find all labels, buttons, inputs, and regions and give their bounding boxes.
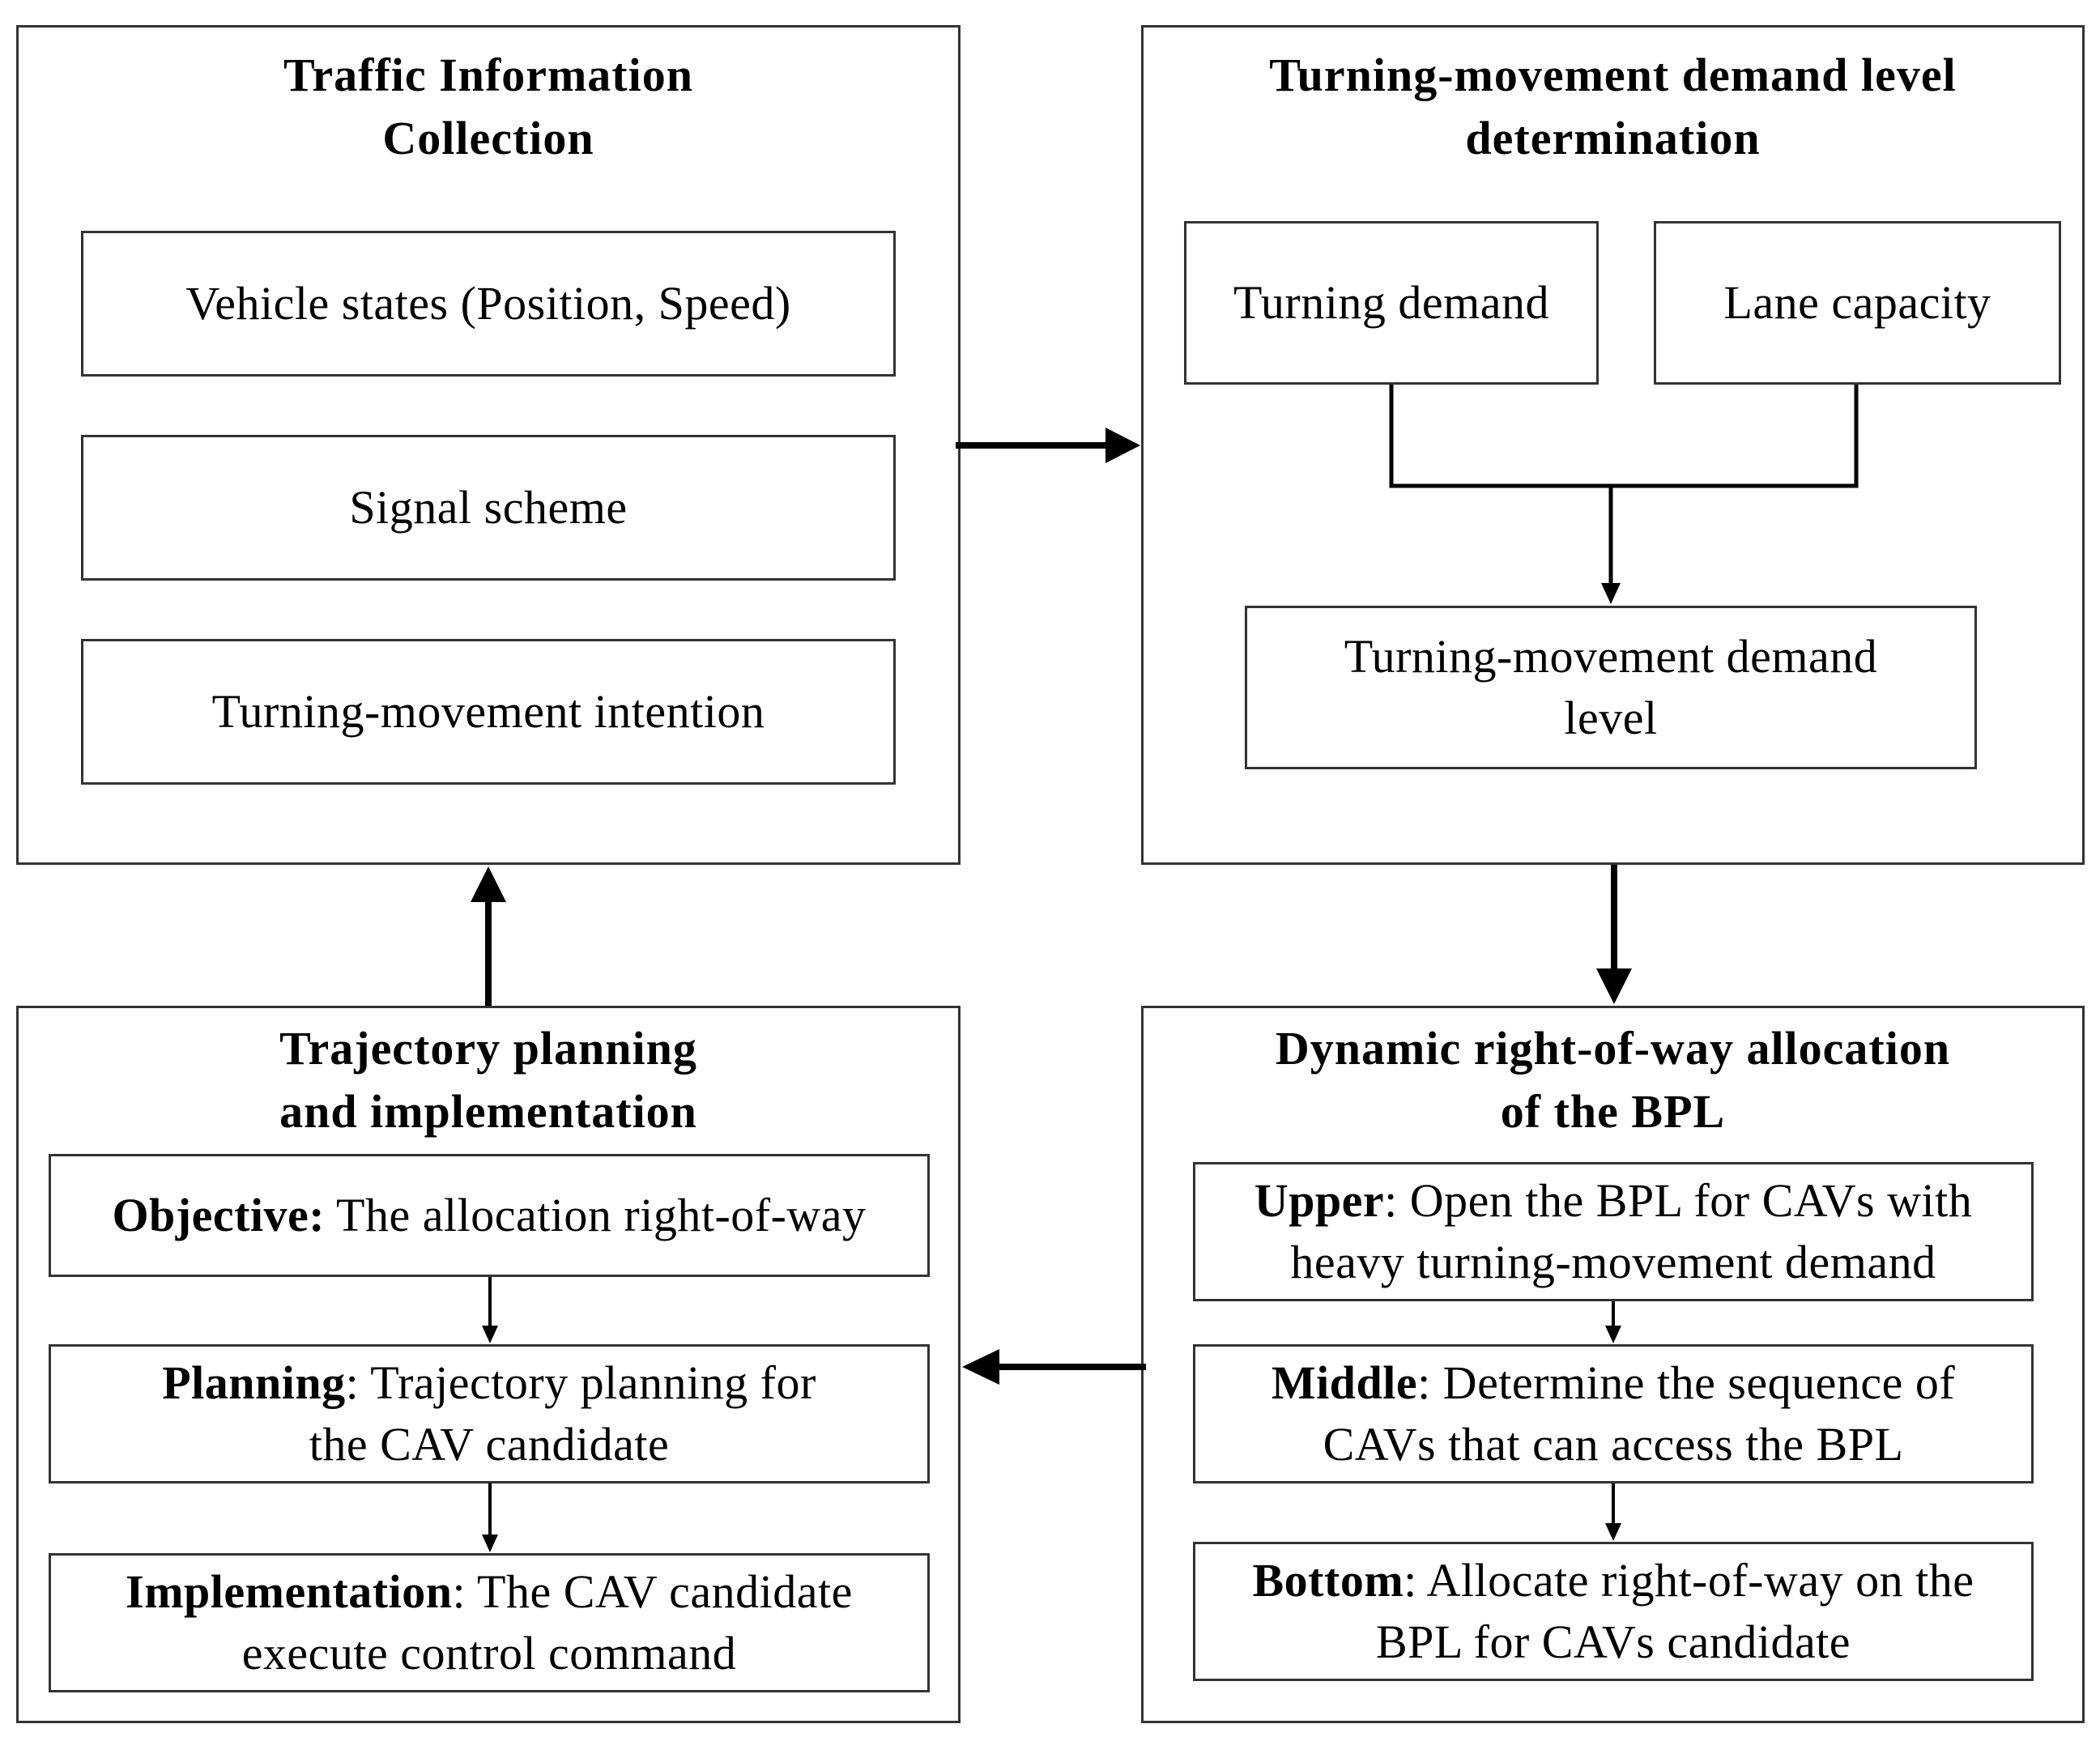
- arrow-demand-to-allocation: [1596, 865, 1632, 1004]
- objective-box: Objective: The allocation right-of-way: [49, 1154, 930, 1277]
- demand-level-line-1: Turning-movement demand: [1344, 630, 1878, 683]
- signal-scheme-box: Signal scheme: [81, 435, 896, 581]
- objective-label: Objective:: [112, 1189, 326, 1241]
- turning-demand-label: Turning demand: [1233, 276, 1549, 329]
- objective-text: Objective: The allocation right-of-way: [112, 1185, 866, 1246]
- signal-scheme-label: Signal scheme: [349, 481, 628, 534]
- arrow-planning-to-implementation: [482, 1483, 498, 1552]
- demand-level-line-2: level: [1564, 692, 1658, 744]
- arrow-allocation-to-trajectory: [962, 1349, 1146, 1385]
- title-line-2: and implementation: [279, 1085, 697, 1138]
- title-line-1: Dynamic right-of-way allocation: [1275, 1022, 1951, 1075]
- planning-label: Planning: [162, 1356, 346, 1409]
- middle-text-line-1: : Determine the sequence of: [1417, 1356, 1956, 1409]
- upper-text-line-2: heavy turning-movement demand: [1290, 1236, 1936, 1288]
- upper-layer-text: Upper: Open the BPL for CAVs with heavy …: [1254, 1170, 1973, 1293]
- bottom-text-line-2: BPL for CAVs candidate: [1375, 1615, 1851, 1668]
- arrow-upper-to-middle: [1605, 1301, 1621, 1343]
- turning-demand-box: Turning demand: [1184, 221, 1599, 385]
- upper-layer-box: Upper: Open the BPL for CAVs with heavy …: [1193, 1162, 2034, 1301]
- turning-movement-intention-box: Turning-movement intention: [81, 639, 896, 785]
- title-line-1: Turning-movement demand level: [1269, 49, 1957, 101]
- title-line-2: of the BPL: [1500, 1085, 1726, 1138]
- middle-layer-box: Middle: Determine the sequence of CAVs t…: [1193, 1344, 2034, 1483]
- bottom-layer-box: Bottom: Allocate right-of-way on the BPL…: [1193, 1542, 2034, 1681]
- upper-text-line-1: : Open the BPL for CAVs with: [1384, 1174, 1973, 1227]
- title-line-2: determination: [1465, 112, 1761, 164]
- vehicle-states-label: Vehicle states (Position, Speed): [185, 277, 791, 330]
- lane-capacity-label: Lane capacity: [1723, 276, 1991, 329]
- planning-box: Planning: Trajectory planning for the CA…: [49, 1344, 930, 1483]
- planning-text-line-2: the CAV candidate: [309, 1418, 670, 1471]
- title-line-1: Trajectory planning: [279, 1022, 697, 1075]
- arrow-middle-to-bottom: [1605, 1483, 1621, 1541]
- planning-text: Planning: Trajectory planning for the CA…: [162, 1352, 816, 1475]
- implementation-label: Implementation: [126, 1565, 453, 1618]
- title-line-2: Collection: [382, 112, 594, 164]
- middle-label: Middle: [1271, 1356, 1418, 1409]
- implementation-text-line-1: : The CAV candidate: [452, 1565, 853, 1618]
- implementation-box: Implementation: The CAV candidate execut…: [49, 1553, 930, 1692]
- objective-description: The allocation right-of-way: [325, 1189, 867, 1241]
- arrow-objective-to-planning: [482, 1277, 498, 1343]
- panel-title-trajectory-planning: Trajectory planning and implementation: [19, 1017, 958, 1143]
- merge-connector: [1389, 385, 1859, 604]
- turning-movement-intention-label: Turning-movement intention: [211, 685, 765, 738]
- planning-text-line-1: : Trajectory planning for: [345, 1356, 816, 1409]
- bottom-text-line-1: : Allocate right-of-way on the: [1404, 1554, 1974, 1607]
- middle-layer-text: Middle: Determine the sequence of CAVs t…: [1272, 1352, 1955, 1475]
- arrow-info-to-demand: [956, 428, 1140, 463]
- panel-title-dynamic-allocation: Dynamic right-of-way allocation of the B…: [1144, 1017, 2082, 1143]
- panel-title-traffic-information: Traffic Information Collection: [19, 44, 958, 170]
- vehicle-states-box: Vehicle states (Position, Speed): [81, 231, 896, 377]
- panel-title-turning-demand: Turning-movement demand level determinat…: [1144, 44, 2082, 170]
- arrow-trajectory-to-info: [471, 866, 506, 1006]
- lane-capacity-box: Lane capacity: [1654, 221, 2061, 385]
- middle-text-line-2: CAVs that can access the BPL: [1323, 1418, 1904, 1471]
- implementation-text-line-2: execute control command: [241, 1627, 737, 1679]
- bottom-layer-text: Bottom: Allocate right-of-way on the BPL…: [1253, 1550, 1974, 1673]
- title-line-1: Traffic Information: [283, 49, 693, 101]
- upper-label: Upper: [1254, 1174, 1385, 1227]
- implementation-text: Implementation: The CAV candidate execut…: [126, 1561, 853, 1684]
- bottom-label: Bottom: [1252, 1554, 1404, 1607]
- demand-level-label: Turning-movement demand level: [1344, 626, 1878, 749]
- demand-level-box: Turning-movement demand level: [1245, 606, 1977, 769]
